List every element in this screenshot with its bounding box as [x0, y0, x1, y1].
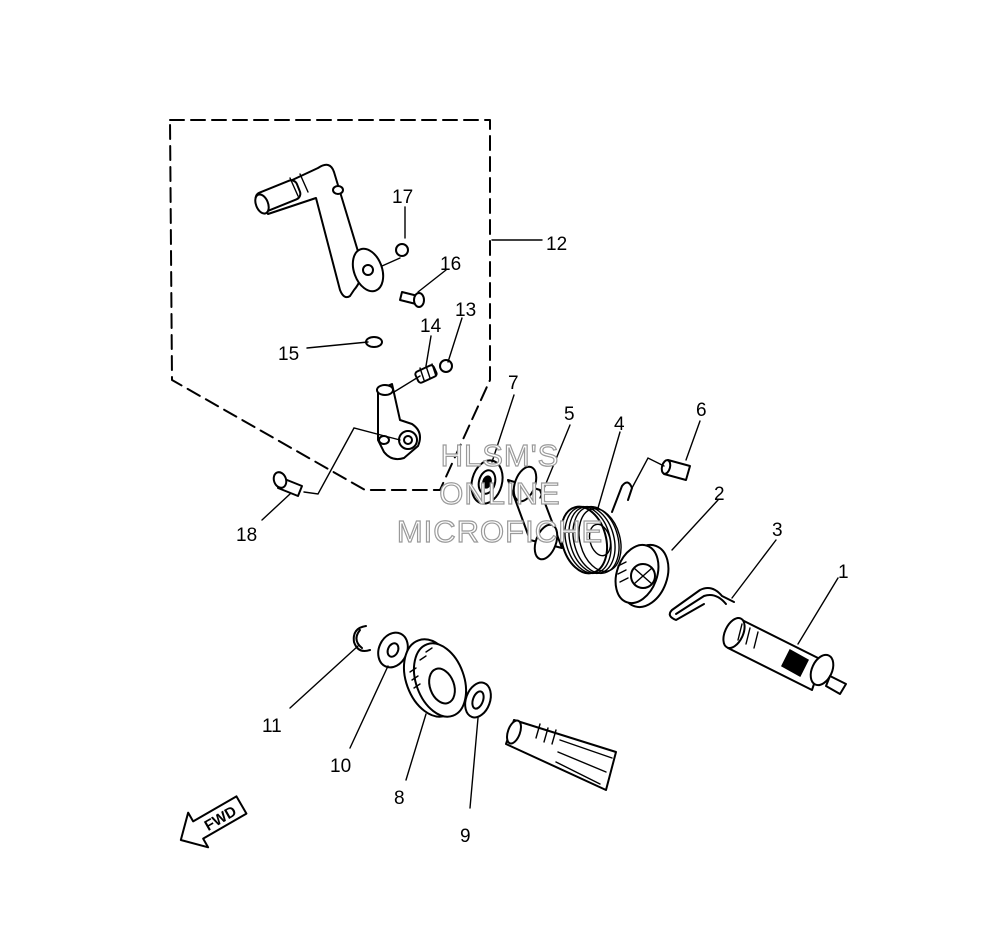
part-10-washer	[377, 631, 409, 669]
part-2-ratchet-wheel	[614, 543, 670, 608]
callout-17: 17	[392, 187, 413, 208]
watermark-line-3: MICROFICHE	[397, 514, 603, 549]
part-17-ball	[395, 243, 409, 257]
callout-4: 4	[614, 414, 625, 435]
callout-3: 3	[772, 520, 783, 541]
watermark: HLSM'S ONLINE MICROFICHE	[396, 437, 603, 549]
part-3-clip	[668, 587, 735, 621]
part-6-spring-guide	[660, 459, 691, 481]
callout-7: 7	[508, 373, 519, 394]
callout-11: 11	[262, 716, 282, 737]
watermark-line-2: ONLINE	[439, 476, 560, 511]
part-11-circlip	[352, 625, 371, 652]
callout-10: 10	[330, 756, 351, 777]
part-14-spring	[414, 363, 438, 384]
callout-9: 9	[460, 826, 471, 847]
fwd-arrow: FWD	[179, 795, 248, 849]
kick-crank-assembly-boundary	[169, 119, 491, 491]
kick-crank-boss	[376, 383, 421, 461]
leader-lines	[261, 206, 839, 809]
kick-crank-lever	[254, 163, 385, 299]
callout-1: 1	[838, 562, 849, 583]
callout-16: 16	[440, 254, 461, 275]
part-1-kick-axle	[722, 617, 847, 695]
part-9-washer	[464, 681, 492, 719]
part-16-bolt	[399, 291, 425, 308]
part-4-torsion-spring	[559, 481, 633, 575]
part-13-ball	[439, 359, 453, 373]
callout-labels: 1 2 3 4 5 6 7 8 9 10 11 12 13 14 15 16 1…	[236, 187, 849, 847]
main-shaft	[505, 719, 617, 791]
callout-8: 8	[394, 788, 405, 809]
callout-15: 15	[278, 344, 299, 365]
callout-5: 5	[564, 404, 575, 425]
callout-6: 6	[696, 400, 707, 421]
callout-18: 18	[236, 525, 257, 546]
callout-12: 12	[546, 234, 567, 255]
callout-13: 13	[455, 300, 476, 321]
watermark-line-1: HLSM'S	[441, 438, 560, 473]
callout-14: 14	[420, 316, 442, 337]
callout-2: 2	[714, 484, 725, 505]
part-5-collar	[507, 465, 563, 561]
part-18-bolt	[272, 471, 303, 497]
part-8-kick-gear	[402, 638, 468, 718]
